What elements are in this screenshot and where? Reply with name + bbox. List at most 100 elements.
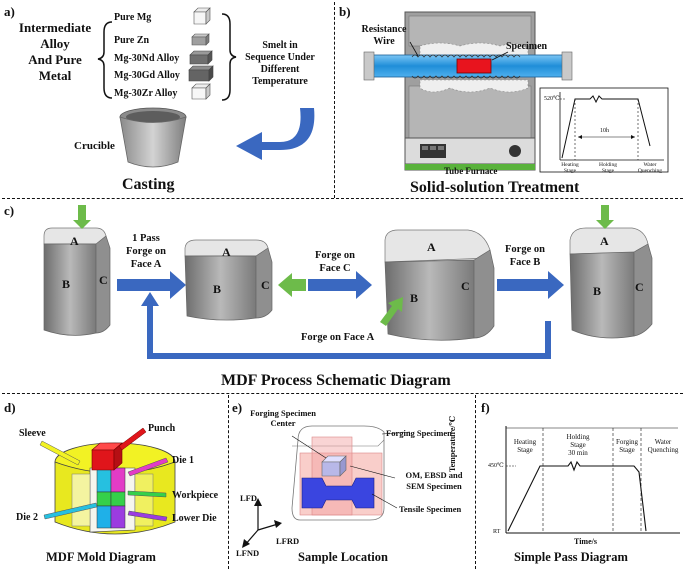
panel-d-graphics bbox=[39, 427, 176, 535]
group-title-line: Metal bbox=[38, 68, 72, 83]
resistance-wire-line: Resistance bbox=[361, 24, 407, 35]
step2-label: Forge on Face C bbox=[308, 249, 362, 275]
axis-lfd-label: LFD bbox=[240, 493, 257, 503]
smelt-note-line: Temperature bbox=[252, 76, 308, 87]
smelt-note-line: Sequence Under bbox=[245, 52, 315, 63]
panel-b-graphics bbox=[363, 11, 669, 173]
green-arrow-2 bbox=[278, 273, 306, 297]
block1-face-c: C bbox=[99, 273, 108, 287]
forge-arrow-2 bbox=[308, 271, 372, 299]
punch-label: Punch bbox=[148, 423, 176, 434]
casting-caption: Casting bbox=[122, 176, 175, 193]
step3-label: Forge on Face B bbox=[497, 243, 553, 269]
specimen-block bbox=[456, 58, 492, 74]
inset-water-quenching: Water Quenching bbox=[636, 162, 664, 174]
smelt-arrow bbox=[236, 108, 315, 160]
tensile-specimen-label: Tensile Specimen bbox=[399, 504, 462, 514]
green-arrow-4 bbox=[596, 205, 614, 229]
step3-line: Face B bbox=[509, 257, 541, 268]
divider-ab bbox=[334, 2, 335, 198]
specimen-label: Specimen bbox=[506, 41, 548, 52]
die2-label: Die 2 bbox=[16, 512, 38, 523]
left-brace bbox=[97, 21, 113, 99]
resistance-wire-label: Resistance Wire bbox=[358, 24, 410, 48]
axis-lfnd-label: LFND bbox=[236, 548, 260, 558]
panel-a-graphics bbox=[97, 7, 315, 168]
specimen-center-label: Forging Specimen Center bbox=[243, 408, 323, 428]
block4-face-c: C bbox=[635, 280, 644, 294]
f-stage-line: Stage bbox=[570, 441, 586, 449]
mdf-mold-caption: MDF Mold Diagram bbox=[46, 550, 156, 564]
step2-line: Forge on bbox=[315, 250, 355, 261]
f-stage-line: Quenching bbox=[647, 446, 679, 454]
solid-solution-caption: Solid-solution Treatment bbox=[410, 179, 580, 196]
f-heating-stage: Heating Stage bbox=[509, 438, 541, 454]
f-forging-stage: Forging Stage bbox=[612, 438, 642, 454]
inset-heating-stage: Heating Stage bbox=[559, 162, 581, 174]
f-xlabel: Time/s bbox=[574, 537, 597, 546]
crucible-label: Crucible bbox=[74, 140, 115, 152]
block2-face-b: B bbox=[213, 282, 222, 296]
block1-face-b: B bbox=[62, 277, 71, 291]
block2-face-c: C bbox=[261, 278, 270, 292]
mdf-process-caption: MDF Process Schematic Diagram bbox=[221, 372, 451, 389]
f-temp-label: 450℃ bbox=[488, 463, 504, 469]
block-3 bbox=[384, 229, 495, 341]
f-stage-line: Stage bbox=[619, 446, 635, 454]
material-group-title: Intermediate Alloy And Pure Metal bbox=[14, 20, 96, 84]
step3-line: Forge on bbox=[505, 244, 545, 255]
sample-location-caption: Sample Location bbox=[298, 550, 388, 564]
group-title-line: And Pure bbox=[28, 52, 82, 67]
panel-c-label: c) bbox=[4, 203, 15, 218]
workpiece-label: Workpiece bbox=[172, 490, 219, 501]
heat-treatment-inset bbox=[539, 87, 669, 173]
green-arrow-1 bbox=[73, 205, 91, 229]
om-line: SEM Specimen bbox=[406, 481, 462, 491]
specimen-center-line: Forging Specimen bbox=[250, 408, 316, 418]
lower-die-label: Lower Die bbox=[172, 513, 217, 524]
die1-label: Die 1 bbox=[172, 455, 194, 466]
step1-line: Forge on bbox=[126, 246, 166, 257]
smelt-note-line: Different bbox=[260, 64, 300, 75]
block4-face-b: B bbox=[593, 284, 602, 298]
divider-ef bbox=[475, 395, 476, 569]
right-brace bbox=[221, 13, 237, 101]
resistance-wire-line: Wire bbox=[373, 36, 395, 47]
f-stage-line: Water bbox=[654, 438, 672, 446]
panel-d-label: d) bbox=[4, 400, 16, 415]
om-ebsd-sem-label: OM, EBSD and SEM Specimen bbox=[398, 470, 470, 492]
panel-a-label: a) bbox=[4, 4, 15, 19]
forge-arrow-1 bbox=[117, 271, 186, 299]
f-stage-line: Holding bbox=[566, 433, 590, 441]
step1-line: Face A bbox=[130, 259, 162, 270]
sleeve-label: Sleeve bbox=[19, 428, 46, 439]
f-rt-label: RT bbox=[493, 529, 501, 535]
panel-f-label: f) bbox=[481, 400, 490, 415]
inset-stage-line: Holding bbox=[598, 162, 618, 168]
divider-top bbox=[2, 198, 683, 199]
inset-stage-line: Water bbox=[643, 162, 657, 168]
axis-lfrd-label: LFRD bbox=[276, 536, 300, 546]
pure-zn-plate bbox=[191, 33, 210, 46]
inset-stage-line: Heating bbox=[561, 162, 579, 168]
specimen-center-line: Center bbox=[270, 418, 296, 428]
tube-furnace-label: Tube Furnace bbox=[444, 166, 498, 176]
block1-face-a: A bbox=[70, 234, 79, 248]
crucible-icon bbox=[119, 107, 187, 168]
inset-temp: 520℃ bbox=[544, 96, 560, 102]
f-stage-line: 30 min bbox=[568, 449, 588, 457]
inset-stage-line: Stage bbox=[601, 168, 615, 174]
inset-holding-stage: Holding Stage bbox=[597, 162, 619, 174]
forging-specimen-label: Forging Specimen bbox=[386, 428, 452, 438]
material-mg-zr: Mg-30Zr Alloy bbox=[114, 88, 178, 99]
punch-block bbox=[91, 442, 123, 471]
block-1 bbox=[43, 227, 111, 336]
block2-face-a: A bbox=[222, 245, 231, 259]
smelt-note: Smelt in Sequence Under Different Temper… bbox=[240, 40, 320, 88]
forge-arrow-3 bbox=[497, 271, 564, 299]
step1-label: 1 Pass Forge on Face A bbox=[118, 232, 174, 271]
f-stage-line: Stage bbox=[517, 446, 533, 454]
panel-c-graphics bbox=[43, 205, 653, 359]
f-ylabel: Temperature/℃ bbox=[448, 415, 457, 472]
inset-stage-line: Stage bbox=[563, 168, 577, 174]
